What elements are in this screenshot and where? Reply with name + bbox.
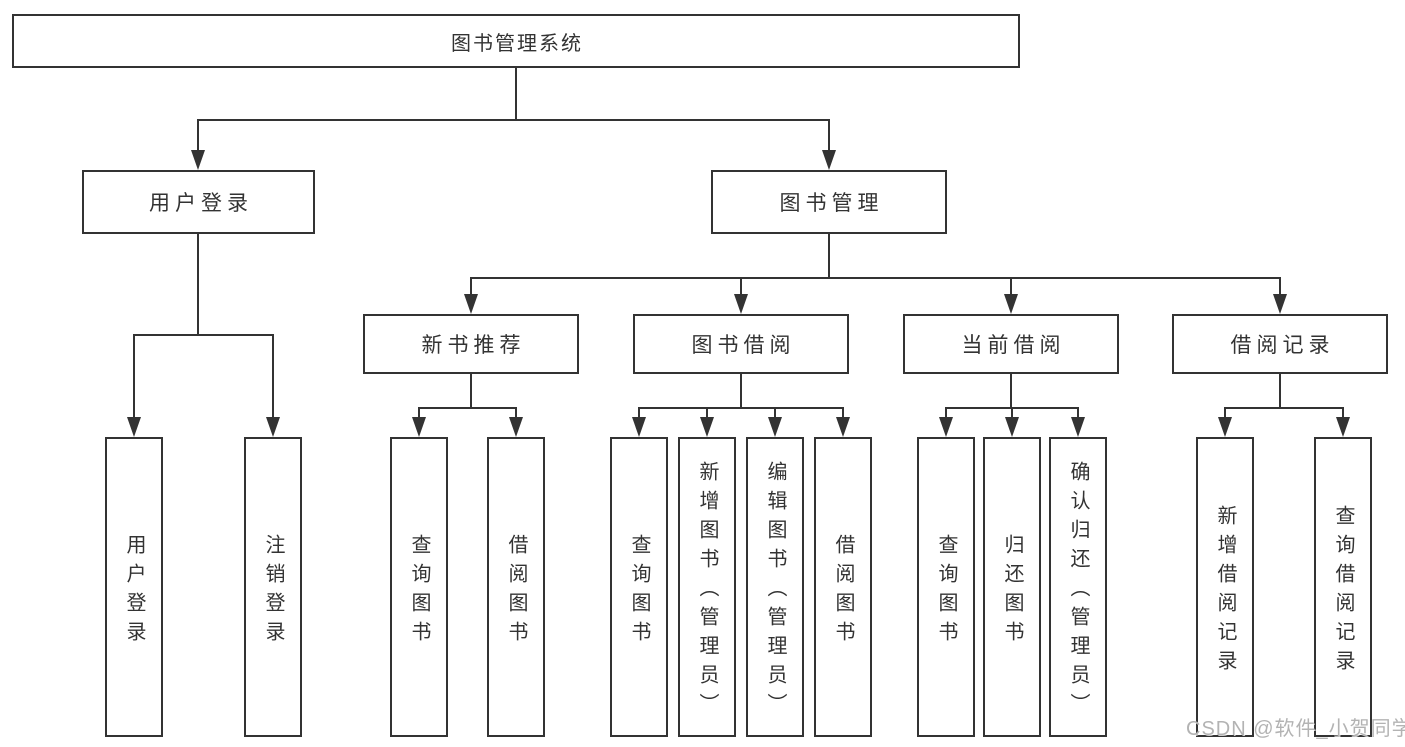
node-book-borrowing-label: 图书借阅 <box>691 334 796 357</box>
leaf-borrow-books-recommend: 借阅图书 <box>487 437 545 737</box>
leaf-query-books-recommend-label: 查询图书 <box>408 533 430 650</box>
leaf-query-books-current: 查询图书 <box>917 437 975 737</box>
leaf-query-books-current-label: 查询图书 <box>935 533 957 650</box>
leaf-borrow-books-borrowing: 借阅图书 <box>814 437 872 737</box>
leaf-add-books-admin-label: 新增图书（管理员） <box>696 461 718 722</box>
node-book-management-module: 图书管理 <box>711 170 947 234</box>
node-new-book-recommend-label: 新书推荐 <box>421 334 526 357</box>
leaf-user-login-label: 用户登录 <box>123 533 145 650</box>
leaf-borrow-books-recommend-label: 借阅图书 <box>505 533 527 650</box>
node-new-book-recommend: 新书推荐 <box>363 314 579 374</box>
leaf-confirm-return-admin-label: 确认归还（管理员） <box>1067 461 1089 722</box>
node-current-borrowing-label: 当前借阅 <box>961 334 1066 357</box>
leaf-add-borrow-record-label: 新增借阅记录 <box>1214 504 1236 679</box>
leaf-edit-books-admin: 编辑图书（管理员） <box>746 437 804 737</box>
node-current-borrowing: 当前借阅 <box>903 314 1119 374</box>
arrowheads <box>127 150 1350 437</box>
leaf-query-borrow-record: 查询借阅记录 <box>1314 437 1372 737</box>
leaf-user-login: 用户登录 <box>105 437 163 737</box>
node-borrowing-records: 借阅记录 <box>1172 314 1388 374</box>
node-borrowing-records-label: 借阅记录 <box>1230 334 1335 357</box>
node-root: 图书管理系统 <box>12 14 1020 68</box>
leaf-query-books-borrowing: 查询图书 <box>610 437 668 737</box>
leaf-return-books-label: 归还图书 <box>1001 533 1023 650</box>
leaf-return-books: 归还图书 <box>983 437 1041 737</box>
node-user-login-module: 用户登录 <box>82 170 315 234</box>
node-user-login-module-label: 用户登录 <box>149 192 253 215</box>
node-book-management-module-label: 图书管理 <box>779 192 884 215</box>
leaf-borrow-books-borrowing-label: 借阅图书 <box>832 533 854 650</box>
leaf-add-borrow-record: 新增借阅记录 <box>1196 437 1254 737</box>
leaf-query-borrow-record-label: 查询借阅记录 <box>1332 504 1354 679</box>
leaf-logout-login-label: 注销登录 <box>262 533 284 650</box>
leaf-confirm-return-admin: 确认归还（管理员） <box>1049 437 1107 737</box>
csdn-watermark: CSDN @软件_小贺同学 <box>1186 718 1405 740</box>
node-book-borrowing: 图书借阅 <box>633 314 849 374</box>
leaf-logout-login: 注销登录 <box>244 437 302 737</box>
leaf-query-books-recommend: 查询图书 <box>390 437 448 737</box>
leaf-edit-books-admin-label: 编辑图书（管理员） <box>764 461 786 722</box>
leaf-query-books-borrowing-label: 查询图书 <box>628 533 650 650</box>
node-root-label: 图书管理系统 <box>451 32 583 55</box>
leaf-add-books-admin: 新增图书（管理员） <box>678 437 736 737</box>
